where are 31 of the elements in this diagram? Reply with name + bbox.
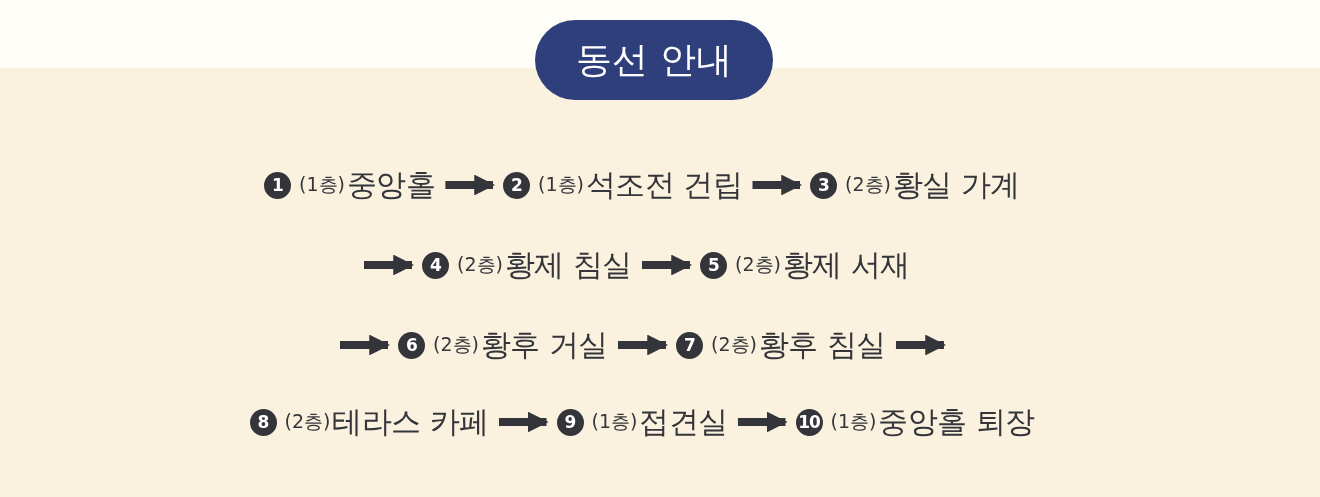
floor-label: (1층) [591,409,638,434]
step-number-badge: 2 [503,171,530,199]
floor-label: (2층) [845,172,891,197]
step-number-badge: 6 [398,331,425,359]
room-name: 황후 침실 [758,325,886,364]
room-name: 석조전 건립 [585,165,743,204]
floor-label: (2층) [457,252,503,277]
step-number-badge: 1 [264,171,291,199]
floor-label: (1층) [299,172,345,197]
room-name: 황제 침실 [504,245,632,284]
step-number-badge: 10 [795,408,823,436]
floor-label: (1층) [538,172,584,197]
room-name: 황후 거실 [480,325,608,364]
step-number-badge: 8 [249,408,277,436]
title-pill: 동선 안내 [535,20,773,100]
room-name: 중앙홀 [346,165,436,204]
step-number-badge: 3 [810,171,837,199]
floor-label: (2층) [284,409,331,434]
step-number-badge: 4 [422,251,449,279]
room-name: 황실 가계 [892,165,1020,204]
floor-label: (1층) [830,409,877,434]
room-name: 황제 서재 [782,245,910,284]
room-name: 접견실 [639,402,728,441]
step-number-badge: 9 [556,408,584,436]
step-number-badge: 7 [676,331,703,359]
floor-label: (2층) [735,252,781,277]
floor-label: (2층) [711,332,757,357]
floor-label: (2층) [433,332,479,357]
room-name: 테라스 카페 [332,402,489,441]
room-name: 중앙홀 퇴장 [878,402,1035,441]
step-number-badge: 5 [700,251,727,279]
